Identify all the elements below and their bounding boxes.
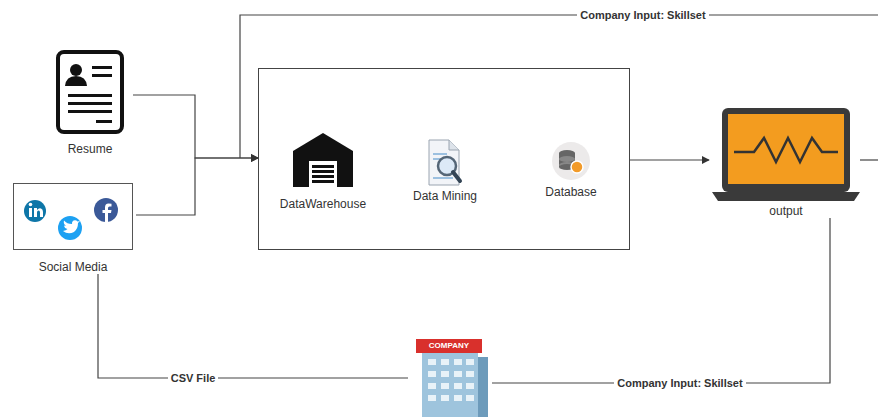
node-label: DataWarehouse [270,197,376,211]
resume-node: Resume [47,50,133,156]
warehouse-node: DataWarehouse [270,129,376,211]
connector [630,159,709,160]
social-media-node: Social Media [10,183,136,274]
wire-label: Company Input: Skillset [577,9,708,22]
social-media-box [13,183,133,250]
node-label: Resume [47,142,133,156]
resume-icon [50,50,130,136]
node-label: output [709,204,863,218]
warehouse-icon [273,129,373,189]
output-node: output [709,108,863,218]
connector [98,274,408,378]
data-mining-icon [411,137,479,187]
connector-label: CSV File [168,372,219,385]
node-label: Social Media [10,260,136,274]
building-sign: COMPANY [416,339,482,353]
connector [136,158,258,215]
database-icon [531,139,611,183]
node-label: Data Mining [408,189,482,203]
company-node: COMPANY [408,337,492,417]
database-node: Database [528,139,614,199]
connector [133,95,258,158]
data-mining-node: Data Mining [408,137,482,203]
laptop-icon [712,108,860,202]
output-wire [860,159,878,160]
node-label: Database [528,185,614,199]
processing-panel: DataWarehouse Data Mining Database [258,68,630,250]
connector-label: Company Input: Skillset [614,377,745,390]
